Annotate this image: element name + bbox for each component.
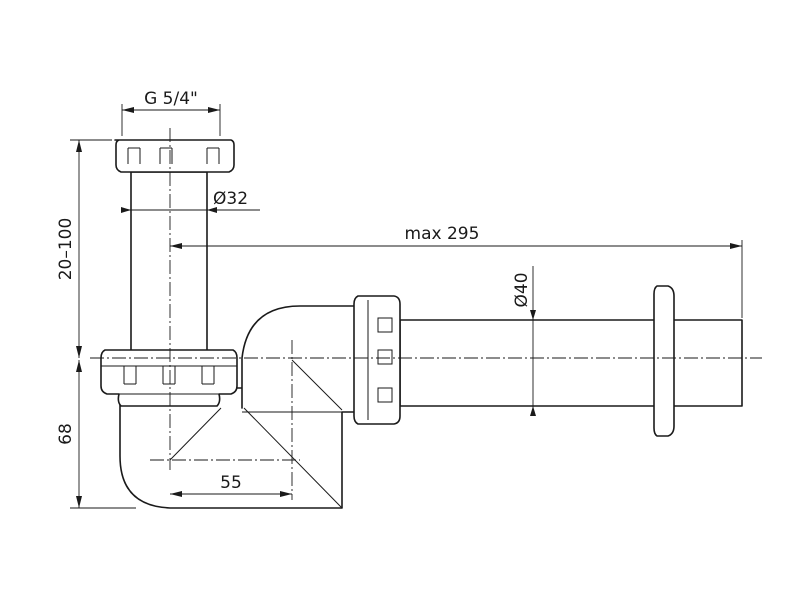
dim-trap-depth: 68 [56,360,136,509]
dim-tube-diameter: Ø32 [121,189,260,213]
inner-geometry [169,359,343,509]
upper-cap-nut [114,139,235,173]
dim-offset: 55 [170,473,292,497]
dim-outlet-diameter: Ø40 [512,266,536,416]
wall-rosette [653,285,675,437]
offset-label: 55 [220,473,242,493]
dim-thread: G 5/4" [121,89,221,136]
trap-depth-label: 68 [56,423,76,445]
outlet-pipe [399,319,743,407]
thread-size-label: G 5/4" [144,89,198,109]
trap-body [119,305,356,509]
tube-diameter-label: Ø32 [213,189,248,209]
dim-height-range: 20–100 [56,139,112,358]
vertical-tube [130,171,208,353]
center-lines [90,128,762,500]
lower-cap-nut [100,349,238,407]
side-coupling-nut [353,295,401,425]
outlet-diameter-label: Ø40 [512,272,532,307]
dim-max-length: max 295 [170,224,743,318]
max-length-label: max 295 [405,224,480,244]
height-range-label: 20–100 [56,218,76,281]
